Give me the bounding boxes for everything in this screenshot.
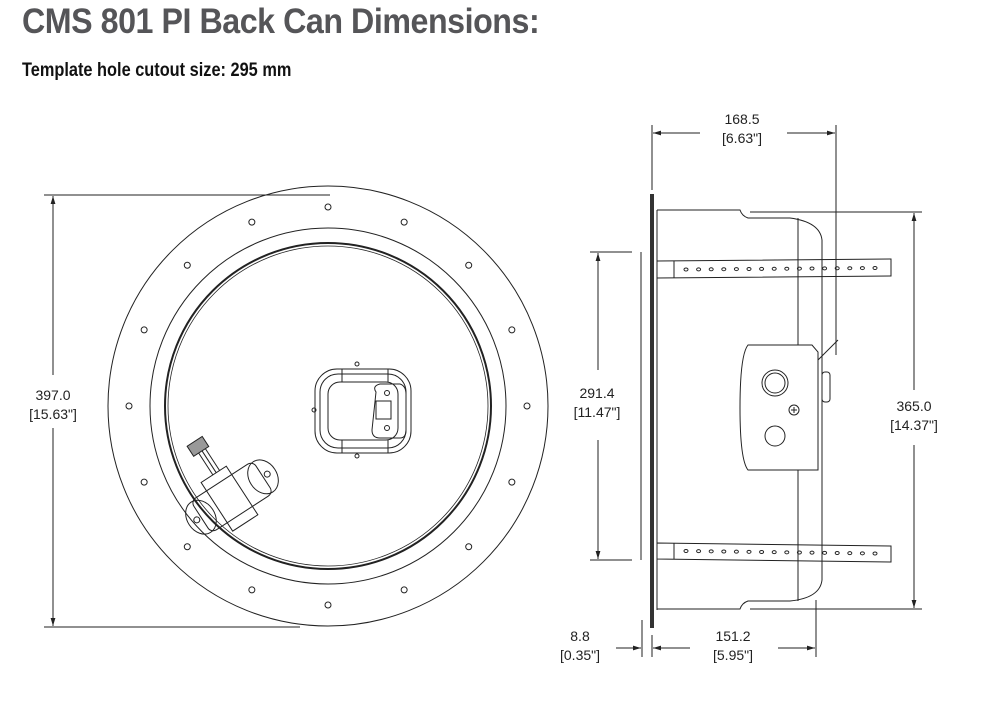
overall-depth-mm: 168.5 [724, 111, 759, 127]
bracket-hole [733, 267, 739, 272]
bracket-hole [809, 550, 815, 555]
bracket-hole [784, 266, 790, 271]
can-body [657, 209, 823, 610]
bracket-hole [872, 266, 878, 270]
can-height-mm: 365.0 [896, 398, 931, 414]
cutout-size-subtitle: Template hole cutout size: 295 mm [22, 60, 292, 81]
terminal-cup [311, 361, 412, 459]
bracket-hole [796, 550, 802, 555]
bolt-hole [324, 203, 332, 211]
bracket-hole [809, 266, 815, 271]
bolt-hole [125, 402, 133, 410]
bracket-hole [784, 550, 790, 555]
bracket-span-in: [11.47"] [574, 404, 621, 420]
bolt-hole [400, 218, 408, 226]
overall-depth-in: [6.63"] [722, 130, 762, 146]
bracket-hole [771, 550, 777, 555]
bracket-hole [759, 550, 765, 554]
outer-flange-circle [107, 185, 549, 627]
bracket-hole [733, 549, 739, 554]
bolt-hole [400, 586, 408, 594]
inner-ring-circle [149, 227, 507, 585]
bolt-hole [324, 601, 332, 609]
bolt-hole [183, 543, 191, 551]
bolt-hole [248, 586, 256, 594]
can-height-in: [14.37"] [890, 417, 938, 433]
bracket-hole [847, 266, 853, 271]
bracket-hole [822, 266, 828, 271]
bracket-hole [796, 266, 802, 271]
can-depth-mm: 151.2 [715, 628, 750, 644]
bracket-hole [859, 266, 865, 271]
flange-thickness-in: [0.35"] [560, 647, 600, 663]
mounting-bracket-top [656, 258, 892, 279]
mounting-bracket-bottom [656, 542, 892, 563]
baffle-circle [164, 242, 492, 570]
bracket-hole [696, 549, 702, 554]
bracket-hole [746, 267, 752, 271]
bolt-hole [248, 218, 256, 226]
page-title: CMS 801 PI Back Can Dimensions: [22, 2, 540, 41]
front-view [44, 185, 549, 628]
bracket-hole [696, 267, 702, 272]
flange-thickness-mm: 8.8 [570, 628, 590, 644]
bracket-hole [771, 266, 777, 271]
bracket-hole [708, 549, 714, 554]
bracket-hole [683, 549, 689, 553]
can-depth-in: [5.95"] [713, 647, 753, 663]
bracket-hole [721, 267, 727, 272]
baffle-circle-inner [167, 245, 489, 567]
bolt-hole [183, 261, 191, 269]
terminal-box [739, 339, 839, 471]
bracket-hole [746, 549, 752, 554]
bracket-hole [721, 549, 727, 554]
bracket-hole [859, 551, 865, 556]
side-view [590, 125, 922, 657]
bracket-hole [834, 266, 840, 271]
bracket-hole [834, 551, 840, 555]
bracket-hole [822, 550, 828, 555]
bracket-hole [847, 551, 853, 556]
bolt-hole [508, 478, 516, 486]
bolt-hole [465, 261, 473, 269]
bracket-hole [872, 551, 878, 556]
front-height-in: [15.63"] [29, 406, 77, 422]
bolt-hole [140, 478, 148, 486]
side-flange [650, 194, 654, 628]
bolt-hole [508, 326, 516, 334]
transformer [185, 435, 279, 535]
bracket-hole [708, 267, 714, 272]
bolt-holes [125, 203, 531, 609]
bolt-hole [465, 543, 473, 551]
front-height-mm: 397.0 [35, 387, 70, 403]
bracket-hole [683, 267, 689, 272]
bracket-span-mm: 291.4 [579, 385, 614, 401]
bolt-hole [523, 402, 531, 410]
bolt-hole [140, 326, 148, 334]
bracket-hole [759, 266, 765, 271]
